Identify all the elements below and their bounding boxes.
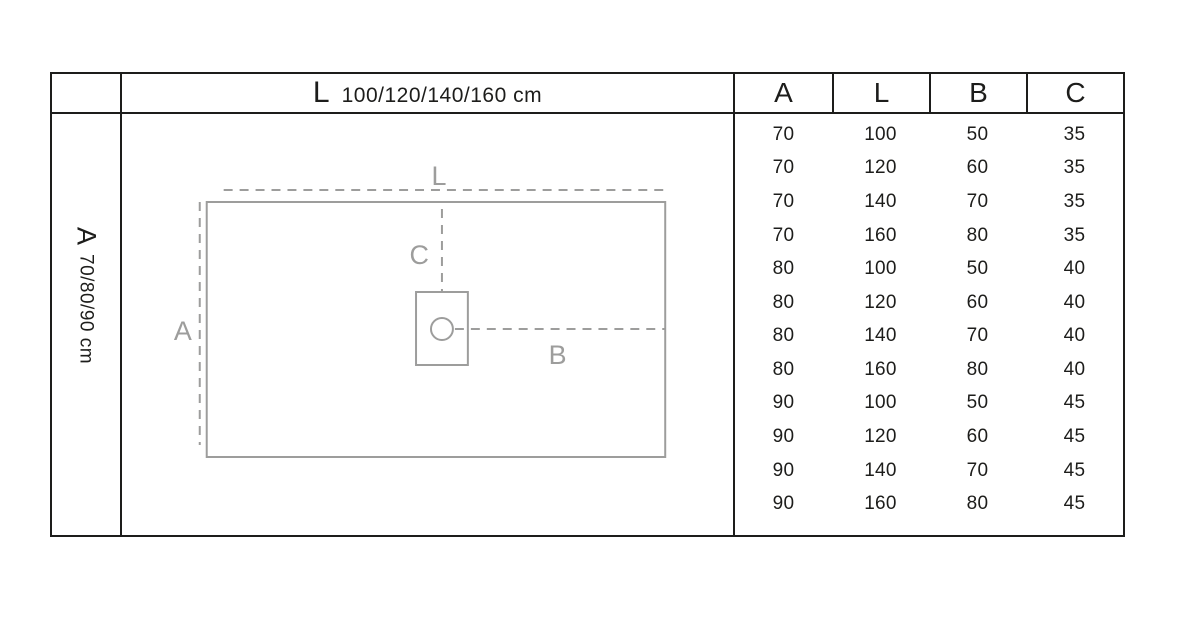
table-cell: 80 [966, 493, 989, 515]
table-cell: 160 [864, 224, 897, 246]
table-cell: 45 [1063, 493, 1086, 515]
table-cell: 80 [772, 291, 795, 313]
table-row: 80 160 80 40 [735, 353, 1123, 387]
table-row: 80 120 60 40 [735, 286, 1123, 320]
width-side-label: A 70/80/90 cm [52, 114, 122, 535]
length-header: L 100/120/140/160 cm [122, 74, 735, 114]
table-cell: 70 [772, 123, 795, 145]
table-row: 70 140 70 35 [735, 185, 1123, 219]
table-row: 70 100 50 35 [735, 118, 1123, 152]
table-cell: 90 [772, 425, 795, 447]
table-cell: 70 [966, 459, 989, 481]
table-cell: 70 [772, 224, 795, 246]
table-row: 70 120 60 35 [735, 152, 1123, 186]
table-cell: 100 [864, 258, 897, 280]
table-cell: 45 [1063, 392, 1086, 414]
table-cell: 45 [1063, 459, 1086, 481]
width-values: 70/80/90 cm [75, 253, 97, 365]
table-cell: 60 [966, 157, 989, 179]
table-cell: 40 [1063, 258, 1086, 280]
width-side-label-text: A 70/80/90 cm [71, 226, 102, 365]
table-cell: 50 [966, 258, 989, 280]
table-cell: 160 [864, 493, 897, 515]
table-row: 90 140 70 45 [735, 454, 1123, 488]
table-cell: 50 [966, 392, 989, 414]
diagram-length-label: L [431, 161, 446, 191]
table-cell: 60 [966, 291, 989, 313]
table-cell: 40 [1063, 358, 1086, 380]
table-cell: 50 [966, 123, 989, 145]
table-row: 80 140 70 40 [735, 319, 1123, 353]
table-cell: 100 [864, 123, 897, 145]
table-cell: 140 [864, 459, 897, 481]
table-cell: 90 [772, 459, 795, 481]
table-cell: 140 [864, 190, 897, 212]
table-cell: 160 [864, 358, 897, 380]
diagram-offset-b-label: B [549, 340, 567, 370]
column-header-c: C [1026, 74, 1123, 112]
table-cell: 90 [772, 493, 795, 515]
table-cell: 90 [772, 392, 795, 414]
table-cell: 80 [772, 325, 795, 347]
column-header-b: B [929, 74, 1026, 112]
table-cell: 70 [966, 190, 989, 212]
table-cell: 45 [1063, 425, 1086, 447]
table-cell: 40 [1063, 325, 1086, 347]
table-row: 90 120 60 45 [735, 420, 1123, 454]
table-cell: 35 [1063, 157, 1086, 179]
table-cell: 80 [966, 358, 989, 380]
table-cell: 35 [1063, 123, 1086, 145]
length-header-values: 100/120/140/160 cm [341, 84, 543, 107]
drain-hole [429, 317, 454, 341]
table-row: 70 160 80 35 [735, 219, 1123, 253]
table-cell: 100 [864, 392, 897, 414]
table-cell: 120 [864, 291, 897, 313]
diagram-offset-c-label: C [410, 240, 429, 270]
table-cell: 40 [1063, 291, 1086, 313]
column-header-l: L [832, 74, 929, 112]
length-header-label: L [312, 76, 330, 109]
table-row: 90 160 80 45 [735, 487, 1123, 521]
table-row: 90 100 50 45 [735, 387, 1123, 421]
tray-outline [205, 201, 667, 458]
table-cell: 120 [864, 425, 897, 447]
diagram-width-label: A [174, 316, 192, 346]
corner-cell [52, 74, 122, 114]
spec-table-body: 70 100 50 35 70 120 60 35 70 140 70 35 70 160 80 35 80 10… [735, 114, 1123, 535]
table-cell: 60 [966, 425, 989, 447]
drain-outline [415, 291, 469, 366]
table-cell: 80 [772, 358, 795, 380]
table-row: 80 100 50 40 [735, 252, 1123, 286]
table-cell: 35 [1063, 224, 1086, 246]
table-cell: 70 [772, 190, 795, 212]
table-cell: 80 [966, 224, 989, 246]
table-cell: 120 [864, 157, 897, 179]
width-label: A [71, 226, 102, 245]
table-cell: 70 [772, 157, 795, 179]
table-cell: 80 [772, 258, 795, 280]
tray-diagram: L A C B [122, 114, 735, 535]
table-cell: 35 [1063, 190, 1086, 212]
tray-diagram-svg: L A C B [174, 161, 667, 458]
table-cell: 70 [966, 325, 989, 347]
column-header-a: A [774, 77, 793, 108]
table-cell: 140 [864, 325, 897, 347]
